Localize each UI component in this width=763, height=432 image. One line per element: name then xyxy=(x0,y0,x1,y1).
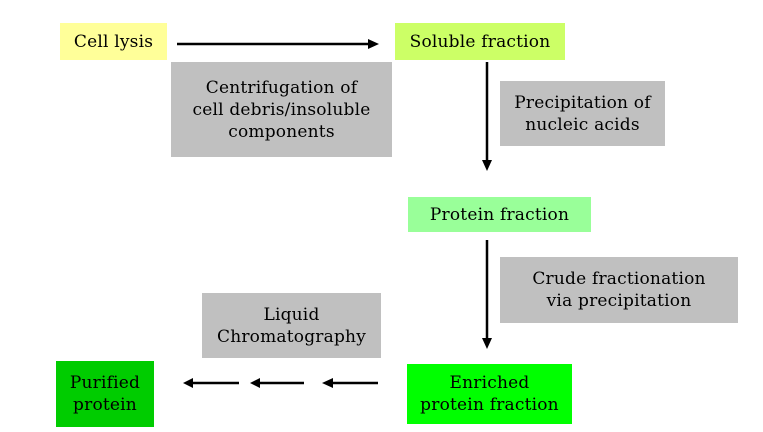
node-label: Enriched protein fraction xyxy=(420,373,559,415)
arrow-enriched-to-purified-2 xyxy=(250,378,304,388)
node-label: Cell lysis xyxy=(73,31,154,52)
step-crude-fractionation: Crude fractionation via precipitation xyxy=(500,257,738,323)
step-label: Crude fractionation via precipitation xyxy=(532,269,706,311)
arrow-enriched-to-purified-3 xyxy=(183,378,239,388)
step-liquid-chromatography: Liquid Chromatography xyxy=(202,293,381,358)
arrow-soluble-to-protein xyxy=(482,62,492,171)
node-label: Purified protein xyxy=(69,373,141,415)
node-enriched-protein-fraction: Enriched protein fraction xyxy=(407,364,572,424)
step-label: Liquid Chromatography xyxy=(216,304,367,347)
step-precipitation-nucleic-acids: Precipitation of nucleic acids xyxy=(500,81,665,146)
step-label: Centrifugation of cell debris/insoluble … xyxy=(192,77,371,142)
step-label: Precipitation of nucleic acids xyxy=(514,92,651,135)
node-label: Protein fraction xyxy=(429,204,570,225)
step-centrifugation: Centrifugation of cell debris/insoluble … xyxy=(171,62,392,157)
arrow-enriched-to-purified-1 xyxy=(322,378,378,388)
node-purified-protein: Purified protein xyxy=(56,361,154,427)
arrow-cell-lysis-to-soluble xyxy=(177,39,379,49)
node-cell-lysis: Cell lysis xyxy=(60,23,167,60)
node-soluble-fraction: Soluble fraction xyxy=(395,23,565,60)
arrow-protein-to-enriched xyxy=(482,240,492,349)
node-label: Soluble fraction xyxy=(409,31,551,52)
node-protein-fraction: Protein fraction xyxy=(408,197,591,232)
